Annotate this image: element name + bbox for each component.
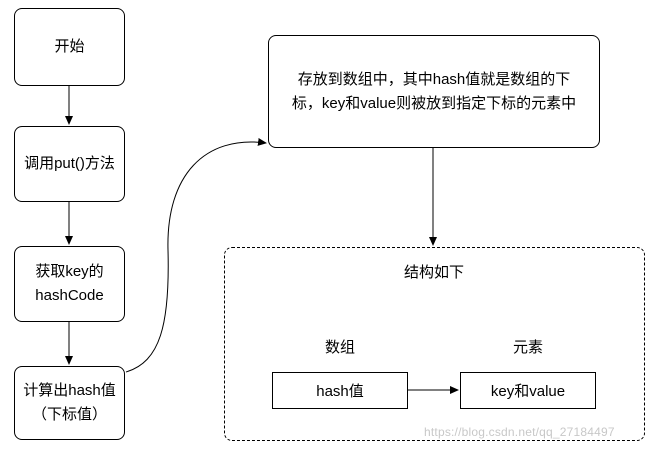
watermark: https://blog.csdn.net/qq_27184497	[424, 425, 615, 439]
call-put-node: 调用put()方法	[14, 126, 125, 202]
get-hashcode-line-1: 获取key的	[35, 263, 104, 280]
compute-hash-line-2: （下标值）	[31, 406, 107, 423]
element-cell: key和value	[460, 372, 596, 409]
store-note-line-2: 标，key和value则被放到指定下标的元素中	[291, 94, 577, 112]
compute-hash-line-1: 计算出hash值	[23, 382, 116, 399]
get-hashcode-node: 获取key的 hashCode	[14, 246, 125, 322]
start-label: 开始	[54, 38, 85, 55]
compute-hash-node: 计算出hash值 （下标值）	[14, 366, 125, 440]
element-label: 元素	[512, 339, 543, 356]
get-hashcode-line-2: hashCode	[35, 287, 104, 304]
start-node: 开始	[14, 8, 125, 86]
array-cell: hash值	[272, 372, 408, 409]
arrow-hash-to-store	[125, 137, 267, 373]
store-note-line-1: 存放到数组中，其中hash值就是数组的下	[297, 70, 571, 88]
array-label: 数组	[324, 339, 355, 356]
structure-container	[224, 247, 645, 441]
store-note-node: 存放到数组中，其中hash值就是数组的下 标，key和value则被放到指定下标…	[268, 35, 600, 148]
array-cell-label: hash值	[316, 383, 364, 400]
element-cell-label: key和value	[490, 383, 566, 400]
call-put-label: 调用put()方法	[24, 155, 115, 172]
structure-title: 结构如下	[403, 264, 464, 281]
